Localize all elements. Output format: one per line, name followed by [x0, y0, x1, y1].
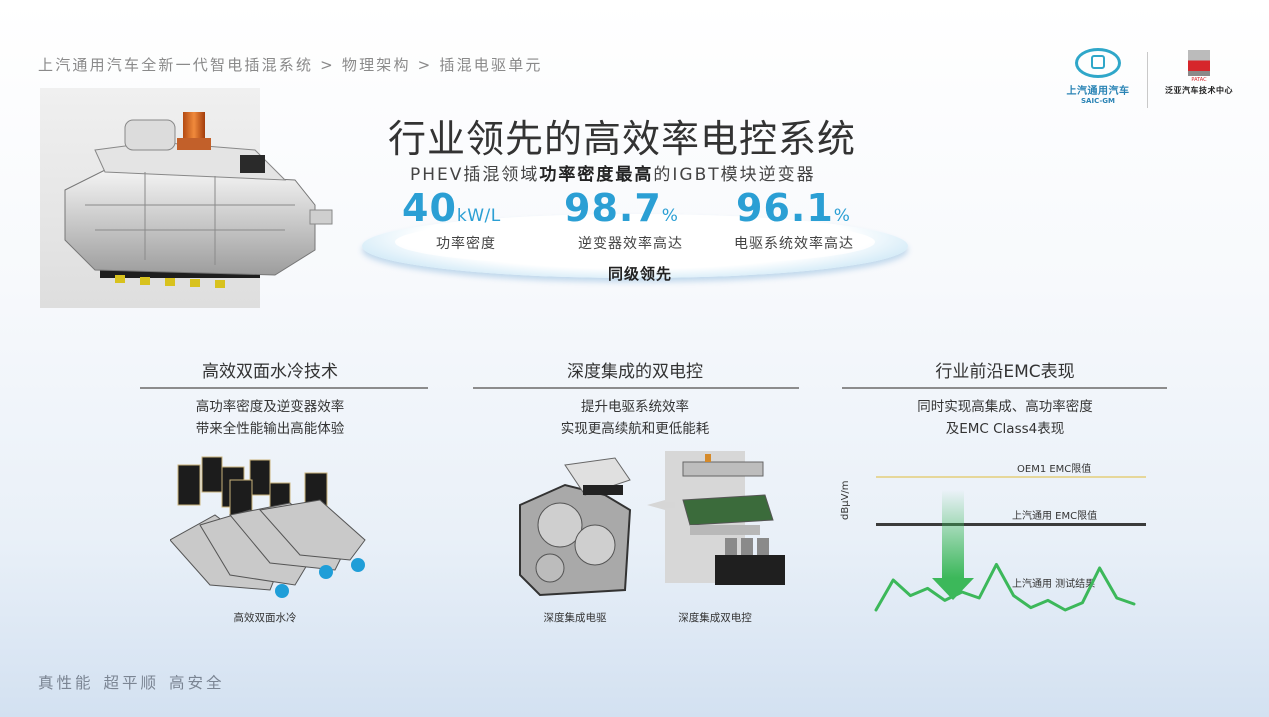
kpi-ellipse-inner: [395, 218, 875, 266]
electric-drive-unit-image: [64, 112, 333, 288]
patac-logo: PATAC 泛亚汽车技术中心: [1160, 50, 1238, 110]
saic-gm-logo: 上汽通用汽车 SAIC-GM: [1058, 48, 1138, 108]
caption-deep-integration-controller: 深度集成双电控: [678, 612, 752, 624]
breadcrumb: 上汽通用汽车全新一代智电插混系统 > 物理架构 > 插混电驱单元: [38, 56, 543, 74]
feature-divider: [473, 387, 799, 389]
caption-double-sided-cooling: 高效双面水冷: [233, 612, 297, 624]
feature-title-water-cooling: 高效双面水冷技术: [202, 362, 338, 382]
tagline-item: 超平顺: [103, 674, 160, 692]
double-sided-cooling-image: [170, 456, 366, 598]
feature-divider: [842, 387, 1167, 389]
feature-desc-line: 高功率密度及逆变器效率: [195, 399, 345, 415]
feature-divider: [140, 387, 428, 389]
patac-logo-cn: 泛亚汽车技术中心: [1165, 86, 1233, 95]
class-leading-badge: 同级领先: [608, 265, 673, 283]
emc-saic-limit-line: [876, 523, 1146, 526]
feature-desc-water-cooling: 高功率密度及逆变器效率 带来全性能输出高能体验: [125, 396, 415, 440]
emc-oem-limit-line: [876, 476, 1146, 478]
page-title: 行业领先的高效率电控系统: [388, 117, 857, 161]
caption-deep-integration-drive: 深度集成电驱: [543, 612, 607, 624]
emc-chart-ylabel: dBμV/m: [840, 480, 851, 520]
subtitle-prefix: PHEV插混领域: [410, 165, 540, 185]
emc-test-result-label: 上汽通用 测试结果: [1012, 579, 1096, 590]
feature-title-emc: 行业前沿EMC表现: [935, 362, 1075, 382]
kpi-label-power-density: 功率密度: [436, 236, 496, 252]
emc-saic-limit-label: 上汽通用 EMC限值: [1012, 511, 1098, 522]
saic-gm-logo-en: SAIC-GM: [1081, 97, 1115, 105]
subtitle-emphasis: 功率密度最高: [539, 165, 654, 185]
tagline-item: 真性能: [38, 674, 94, 692]
kpi-drive-system-efficiency: 96.1%: [736, 186, 850, 230]
kpi-value: 96.1: [736, 186, 834, 230]
feature-desc-line: 带来全性能输出高能体验: [195, 421, 345, 437]
kpi-unit: %: [661, 206, 679, 226]
saic-gm-emblem-icon: [1075, 48, 1121, 78]
feature-title-dual-controller: 深度集成的双电控: [567, 362, 703, 382]
emc-test-result-line: [874, 562, 1136, 612]
kpi-label-inverter-efficiency: 逆变器效率高达: [578, 236, 683, 252]
kpi-power-density: 40kW/L: [402, 186, 501, 230]
feature-desc-dual-controller: 提升电驱系统效率 实现更高续航和更低能耗: [490, 396, 780, 440]
kpi-label-drive-efficiency: 电驱系统效率高达: [734, 236, 854, 252]
patac-emblem-icon: [1188, 50, 1210, 76]
feature-desc-line: 及EMC Class4表现: [945, 421, 1065, 437]
deep-integration-image: [519, 454, 785, 597]
emc-down-arrow-shaft: [942, 490, 964, 578]
logo-divider: [1147, 52, 1148, 108]
arrow-down-icon: [932, 578, 974, 600]
kpi-value: 98.7: [564, 186, 662, 230]
kpi-unit: kW/L: [456, 206, 501, 226]
tagline-item: 高安全: [169, 674, 225, 692]
kpi-value: 40: [402, 186, 457, 230]
page-subtitle: PHEV插混领域功率密度最高的IGBT模块逆变器: [410, 160, 816, 185]
kpi-unit: %: [833, 206, 851, 226]
kpi-inverter-efficiency: 98.7%: [564, 186, 678, 230]
emc-chart-plot: [874, 490, 1136, 612]
feature-desc-line: 提升电驱系统效率: [581, 399, 689, 415]
tagline: 真性能超平顺高安全: [38, 671, 235, 693]
feature-desc-line: 同时实现高集成、高功率密度: [917, 399, 1093, 415]
patac-logo-label: PATAC: [1191, 77, 1207, 83]
saic-gm-logo-cn: 上汽通用汽车: [1066, 86, 1130, 97]
emc-oem-limit-label: OEM1 EMC限值: [1017, 464, 1092, 475]
subtitle-suffix: 的IGBT模块逆变器: [653, 165, 816, 185]
feature-desc-emc: 同时实现高集成、高功率密度 及EMC Class4表现: [860, 396, 1150, 440]
feature-desc-line: 实现更高续航和更低能耗: [560, 421, 710, 437]
